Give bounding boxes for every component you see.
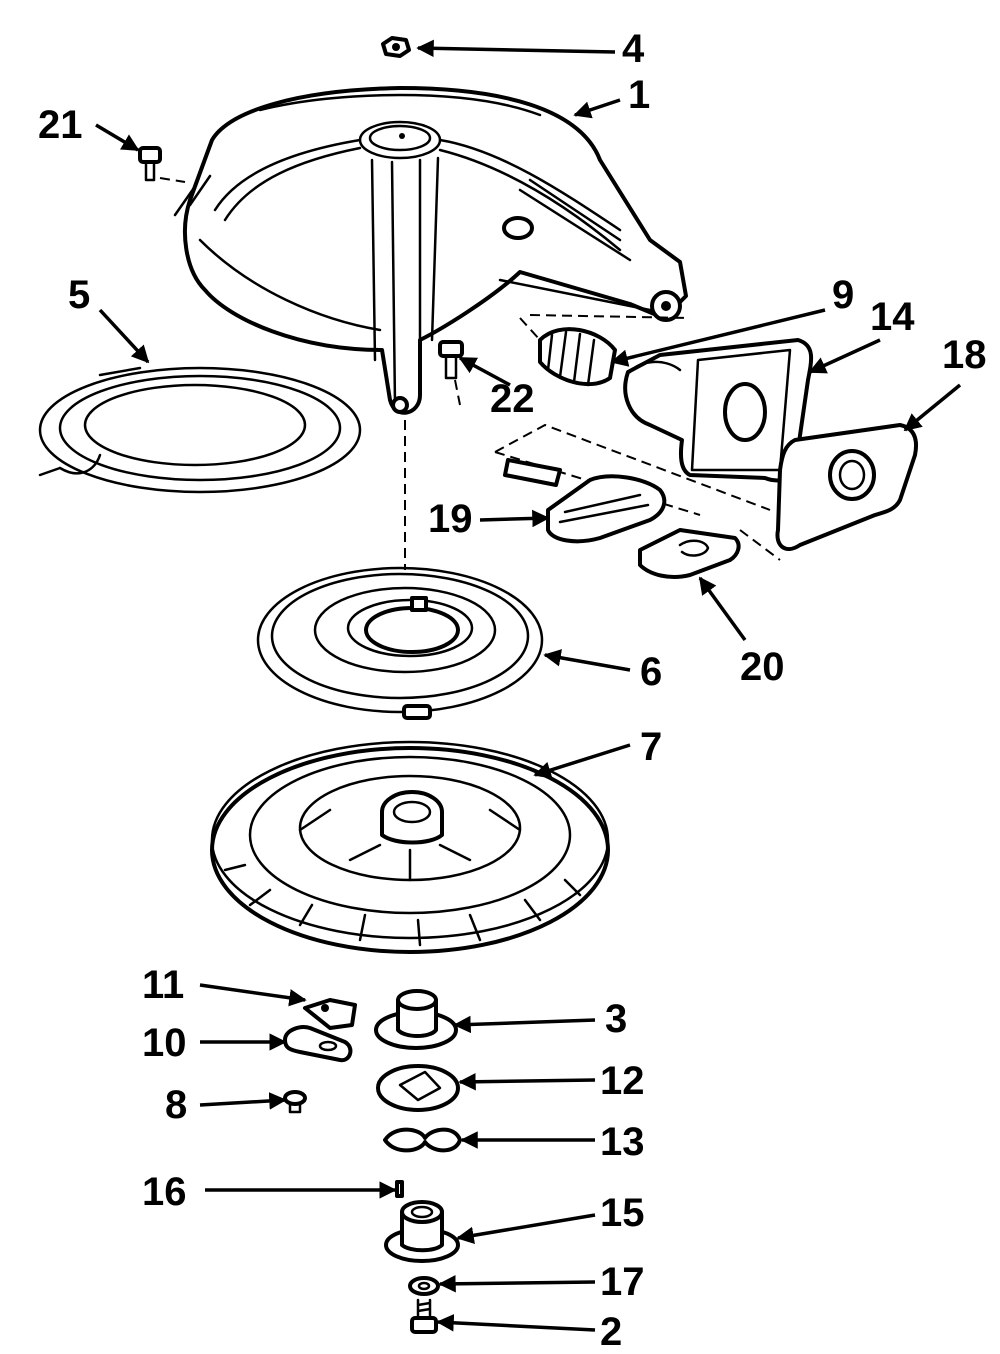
- part-22-screw: [438, 340, 464, 406]
- part-16-pin: [395, 1180, 404, 1198]
- part-5-rewind-spring: [38, 366, 362, 494]
- callout-4: 4: [622, 27, 645, 71]
- part-6-recoil-spring: [256, 566, 544, 720]
- part-4-nut: [381, 36, 411, 58]
- part-21-screw: [138, 146, 186, 183]
- callout-2: 2: [600, 1310, 622, 1354]
- callout-3: 3: [605, 997, 627, 1041]
- callout-9: 9: [832, 273, 854, 317]
- callout-15: 15: [600, 1191, 645, 1235]
- part-15-retainer: [384, 1200, 460, 1263]
- callout-13: 13: [600, 1120, 645, 1164]
- part-17-washer: [408, 1276, 440, 1296]
- callout-1: 1: [628, 73, 650, 117]
- callout-19: 19: [428, 497, 473, 541]
- part-1-starter-housing: [173, 86, 688, 415]
- part-12-washer: [376, 1064, 460, 1112]
- callout-17: 17: [600, 1260, 645, 1304]
- callout-21: 21: [38, 103, 83, 147]
- callout-18: 18: [942, 333, 987, 377]
- part-18-cover: [775, 423, 919, 551]
- leader-lines: [95, 39, 962, 1332]
- part-13-spring-clip: [383, 1127, 462, 1153]
- part-20-clip: [638, 528, 741, 579]
- callout-22: 22: [490, 377, 535, 421]
- callout-8: 8: [165, 1083, 187, 1127]
- part-2-screw: [410, 1298, 438, 1334]
- callout-20: 20: [740, 645, 785, 689]
- callout-7: 7: [640, 725, 662, 769]
- part-3-hub: [374, 989, 458, 1050]
- callout-14: 14: [870, 295, 915, 339]
- part-10-link: [283, 1025, 353, 1063]
- part-8-screw: [283, 1090, 307, 1114]
- guide-line: [519, 314, 691, 341]
- part-9-bushing: [538, 327, 617, 387]
- callout-16: 16: [142, 1170, 187, 1214]
- part-7-pulley: [210, 740, 610, 954]
- callout-6: 6: [640, 650, 662, 694]
- callout-11: 11: [142, 963, 184, 1007]
- part-11-pawl: [303, 998, 357, 1030]
- callout-12: 12: [600, 1059, 645, 1103]
- callout-10: 10: [142, 1021, 187, 1065]
- part-14-handle-grommet: [623, 338, 814, 483]
- part-19-handle-grip: [503, 458, 667, 544]
- callout-5: 5: [68, 273, 90, 317]
